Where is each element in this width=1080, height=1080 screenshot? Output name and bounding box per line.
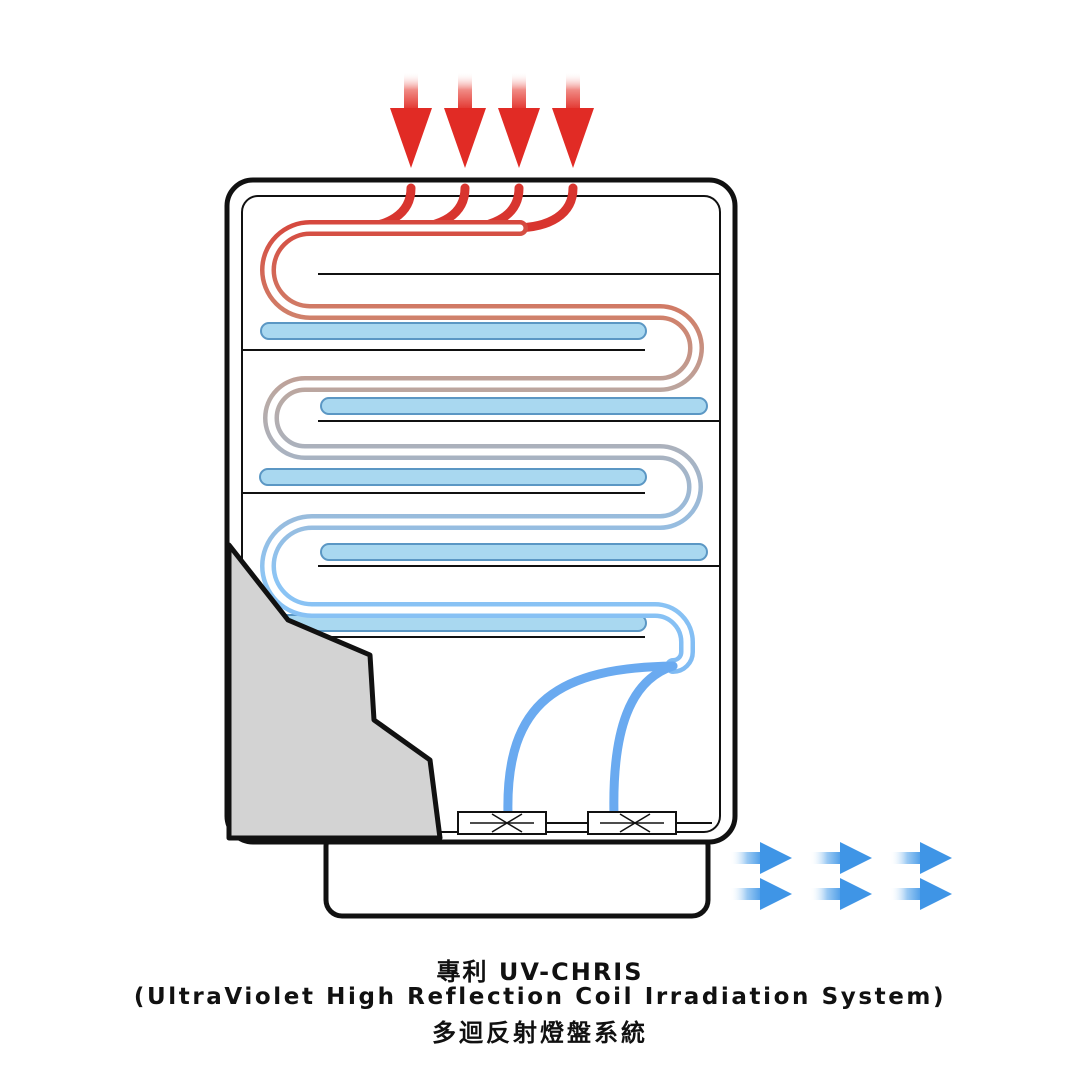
uv-lamp — [260, 322, 647, 340]
inflow-arrows — [390, 72, 594, 168]
caption-title: 專利 UV-CHRIS — [436, 958, 644, 986]
right-arrow-icon — [730, 842, 792, 874]
right-arrow-icon — [890, 842, 952, 874]
airflow-path — [260, 183, 704, 820]
fan-icon — [457, 811, 547, 835]
outflow-arrows — [730, 842, 952, 910]
uv-lamp — [320, 543, 708, 561]
cover-panel — [226, 542, 443, 841]
uv-lamp — [320, 397, 708, 415]
right-arrow-icon — [890, 878, 952, 910]
uv-lamps — [259, 322, 708, 632]
down-arrow-icon — [390, 72, 432, 168]
down-arrow-icon — [444, 72, 486, 168]
uv-lamp — [259, 468, 647, 486]
uv-chris-diagram — [224, 72, 952, 919]
right-arrow-icon — [730, 878, 792, 910]
down-arrow-icon — [498, 72, 540, 168]
caption-chinese-name: 多迴反射燈盤系統 — [432, 1019, 648, 1047]
down-arrow-icon — [552, 72, 594, 168]
right-arrow-icon — [810, 842, 872, 874]
caption-subtitle: (UltraViolet High Reflection Coil Irradi… — [133, 984, 947, 1010]
fan-icon — [587, 811, 677, 835]
right-arrow-icon — [810, 878, 872, 910]
